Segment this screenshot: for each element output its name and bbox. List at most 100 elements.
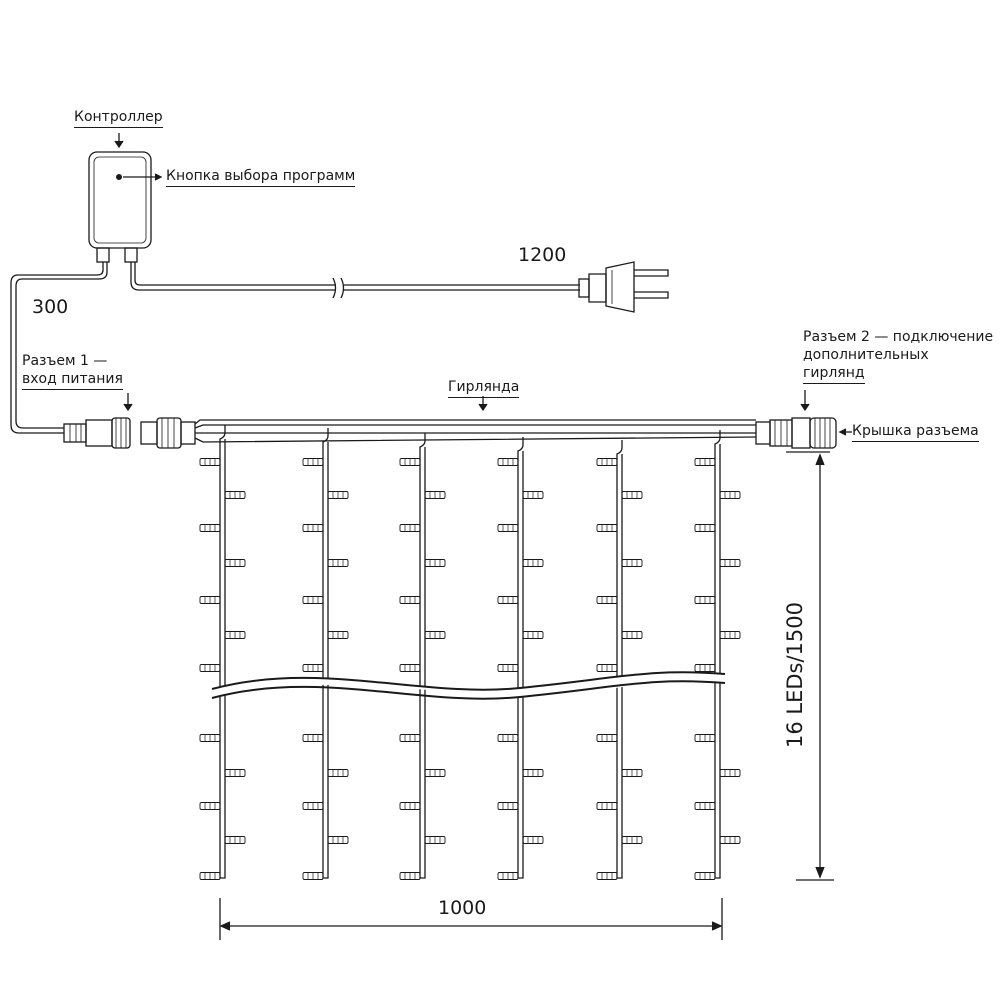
power-cable [130, 262, 580, 299]
led-bulb [621, 559, 643, 567]
garland-bus [194, 419, 757, 443]
led-bulb [596, 524, 618, 532]
led-bulb [199, 596, 221, 604]
led-bulb [399, 802, 421, 810]
led-bulb [621, 631, 643, 639]
connector-1-mate [140, 417, 196, 449]
led-bulb [327, 491, 349, 499]
break-band [211, 671, 726, 700]
led-bulb [497, 664, 519, 672]
led-bulb [399, 872, 421, 880]
strand-wire [714, 430, 721, 879]
led-bulb [224, 559, 246, 567]
led-bulb [522, 836, 544, 844]
led-bulb [522, 631, 544, 639]
led-bulb [399, 524, 421, 532]
connector-1-label-line2: вход питания [22, 371, 123, 390]
led-bulb [424, 836, 446, 844]
led-bulb [596, 872, 618, 880]
led-bulb [302, 872, 324, 880]
led-bulb [719, 769, 741, 777]
connector-cap [809, 417, 837, 449]
led-bulb [327, 559, 349, 567]
led-bulb [694, 802, 716, 810]
led-bulb [199, 664, 221, 672]
led-bulb [596, 734, 618, 742]
led-bulb [199, 802, 221, 810]
led-bulb [497, 524, 519, 532]
power-plug [578, 261, 669, 313]
led-bulb [224, 769, 246, 777]
led-bulb [424, 559, 446, 567]
led-bulb [497, 734, 519, 742]
led-bulb [399, 458, 421, 466]
height-dimension-value: 16 LEDs/1500 [783, 602, 807, 748]
connector-2-label-line1: Разъем 2 — подключение [803, 329, 994, 345]
led-bulb [302, 458, 324, 466]
controller-label: Контроллер [74, 108, 163, 128]
power-cable-length: 1200 [518, 244, 567, 266]
led-bulb [694, 458, 716, 466]
connector-1 [63, 417, 131, 449]
led-bulb [522, 769, 544, 777]
led-bulb [719, 631, 741, 639]
led-bulb [719, 559, 741, 567]
width-dimension-value: 1000 [438, 897, 487, 919]
led-bulb [424, 491, 446, 499]
connector-2 [755, 417, 811, 449]
led-bulb [424, 631, 446, 639]
led-bulb [621, 769, 643, 777]
led-bulb [596, 664, 618, 672]
width-dimension [219, 898, 723, 940]
lead-cable-length: 300 [32, 296, 69, 318]
lead-cable [10, 262, 108, 434]
program-button-label-text: Кнопка выбора программ [166, 168, 356, 187]
height-dimension [786, 451, 834, 881]
led-bulb [302, 734, 324, 742]
strand-wire [616, 440, 623, 879]
connector-cap-label-text: Крышка разъема [852, 423, 979, 442]
strand-wire [219, 425, 226, 879]
led-bulb [522, 559, 544, 567]
led-bulb [399, 664, 421, 672]
connector-2-label: Разъем 2 — подключение дополнительных ги… [803, 328, 994, 384]
led-bulb [199, 734, 221, 742]
connector-2-label-line2: дополнительных [803, 347, 929, 363]
led-bulb [694, 596, 716, 604]
led-bulb [224, 836, 246, 844]
led-bulb [302, 802, 324, 810]
led-bulb [694, 734, 716, 742]
led-bulb [497, 872, 519, 880]
connector-cap-label: Крышка разъема [852, 422, 979, 442]
led-bulb [199, 872, 221, 880]
led-bulb [424, 769, 446, 777]
led-bulb [327, 836, 349, 844]
led-bulb [497, 458, 519, 466]
controller-label-text: Контроллер [74, 109, 163, 128]
led-bulb [302, 596, 324, 604]
connector-1-label-line1: Разъем 1 — [22, 353, 108, 369]
led-bulb [596, 458, 618, 466]
led-bulb [621, 836, 643, 844]
strand-wire [517, 437, 524, 879]
led-strands [219, 425, 721, 879]
led-bulb [199, 524, 221, 532]
led-bulb [497, 802, 519, 810]
led-bulb [596, 596, 618, 604]
led-bulb [522, 491, 544, 499]
program-button-label: Кнопка выбора программ [166, 167, 356, 187]
led-bulb [497, 596, 519, 604]
garland-label: Гирлянда [448, 378, 520, 398]
connector-2-label-line3: гирлянд [803, 365, 865, 384]
led-bulb [302, 664, 324, 672]
led-bulb [719, 491, 741, 499]
led-bulb [694, 872, 716, 880]
led-bulb [302, 524, 324, 532]
led-bulb [694, 524, 716, 532]
strand-wire [419, 433, 426, 879]
led-bulb [719, 836, 741, 844]
controller-box [88, 151, 152, 263]
led-bulb [327, 631, 349, 639]
led-bulb [694, 664, 716, 672]
